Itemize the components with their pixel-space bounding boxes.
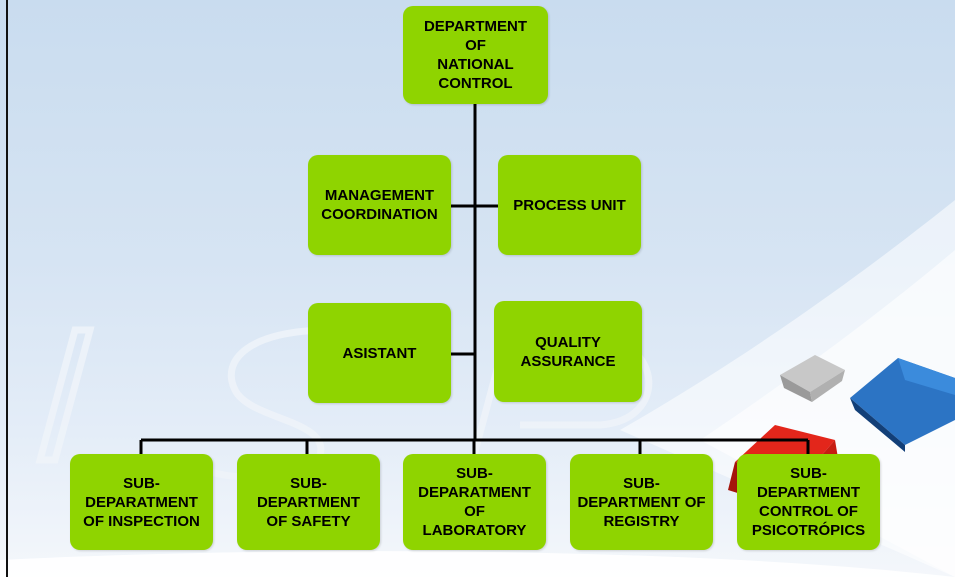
sub-department-inspection-label: SUB- DEPARATMENT OF INSPECTION: [83, 474, 200, 530]
process-unit-box: PROCESS UNIT: [498, 155, 641, 255]
sub-department-safety-label: SUB- DEPARTMENT OF SAFETY: [256, 474, 361, 530]
blue-cube: [850, 358, 955, 452]
sub-department-inspection-box: SUB- DEPARATMENT OF INSPECTION: [70, 454, 213, 550]
grey-cube: [780, 355, 845, 402]
assistant-box: ASISTANT: [308, 303, 451, 403]
left-border-line: [6, 0, 8, 577]
process-unit-label: PROCESS UNIT: [513, 196, 626, 214]
quality-assurance-label: QUALITY ASSURANCE: [520, 333, 616, 370]
assistant-label: ASISTANT: [342, 344, 417, 362]
swoosh-shape-inner: [700, 250, 955, 577]
management-coordination-box: MANAGEMENT COORDINATION: [308, 155, 451, 255]
sub-department-psicotropics-label: SUB- DEPARTMENT CONTROL OF PSICOTRÓPICS: [751, 465, 866, 539]
sub-department-psicotropics-box: SUB- DEPARTMENT CONTROL OF PSICOTRÓPICS: [737, 454, 880, 550]
sub-department-laboratory-label: SUB- DEPARATMENT OF LABORATORY: [418, 465, 531, 539]
department-national-control-label: DEPARTMENT OF NATIONAL CONTROL: [423, 18, 528, 92]
sub-department-registry-label: SUB- DEPARTMENT OF REGISTRY: [577, 474, 706, 530]
management-coordination-label: MANAGEMENT COORDINATION: [321, 187, 438, 223]
department-national-control-box: DEPARTMENT OF NATIONAL CONTROL: [403, 6, 548, 104]
bottom-band: [0, 551, 955, 577]
sub-department-laboratory-box: SUB- DEPARATMENT OF LABORATORY: [403, 454, 546, 550]
sub-department-safety-box: SUB- DEPARTMENT OF SAFETY: [237, 454, 380, 550]
quality-assurance-box: QUALITY ASSURANCE: [494, 301, 642, 402]
sub-department-registry-box: SUB- DEPARTMENT OF REGISTRY: [570, 454, 713, 550]
